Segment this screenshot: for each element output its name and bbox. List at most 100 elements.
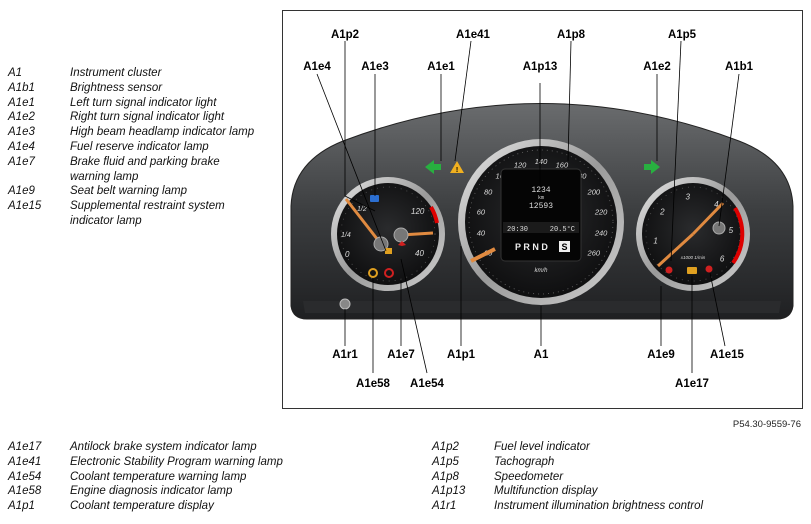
mfd-trip: 12593: [529, 202, 553, 211]
esp-warning-icon: [450, 161, 464, 173]
callout-a1p5: A1p5: [668, 29, 697, 41]
legend-code: A1p13: [432, 485, 466, 498]
speed-tick-label: 140: [535, 157, 548, 166]
figure-reference: P54.30-9559-76: [732, 419, 801, 430]
tacho-tick-label: 4: [714, 200, 719, 209]
legend-description: Left turn signal indicator light: [70, 96, 217, 109]
tacho-tick-label: 5: [729, 226, 734, 235]
speed-tick-label: 160: [556, 161, 569, 170]
mfd-mode: S: [561, 242, 567, 252]
mfd-gear-selector: P R N D: [515, 242, 548, 252]
callout-a1e17: A1e17: [675, 378, 709, 390]
legend-description: Fuel reserve indicator lamp: [70, 140, 209, 153]
callout-a1p8: A1p8: [557, 29, 586, 41]
speed-tick-label: 200: [587, 188, 601, 197]
legend-row: A1e9 Seat belt warning lamp: [8, 184, 263, 199]
abs-icon: [687, 267, 697, 274]
legend-description: Coolant temperature display: [70, 500, 214, 513]
callout-a1p1: A1p1: [447, 349, 476, 361]
engine-diagnosis-icon: [368, 268, 378, 278]
legend-code: A1e58: [8, 485, 42, 498]
legend-code: A1r1: [432, 500, 457, 513]
speed-tick-label: 80: [484, 188, 493, 197]
fuel-reserve-icon: [385, 248, 392, 254]
fuel-needle: [344, 198, 383, 245]
legend-code: A1b1: [8, 81, 35, 94]
legend-row: A1e58 Engine diagnosis indicator lamp: [8, 484, 408, 499]
speed-tick-label: 40: [477, 229, 486, 238]
legend-row: A1p13 Multifunction display: [432, 484, 802, 499]
tacho-tick-label: 6: [720, 254, 725, 263]
legend-description: Seat belt warning lamp: [70, 185, 187, 198]
legend-code: A1e9: [8, 185, 35, 198]
callout-a1e2: A1e2: [643, 61, 671, 73]
speed-tick-label: 220: [594, 207, 608, 216]
legend-code: A1e3: [8, 126, 35, 139]
legend-description: Coolant temperature warning lamp: [70, 470, 247, 483]
callout-a1: A1: [534, 349, 549, 361]
legend-description: Fuel level indicator: [494, 441, 590, 453]
callout-a1e58: A1e58: [356, 378, 390, 390]
legend-description: High beam headlamp indicator lamp: [70, 126, 255, 139]
left-tick-1-4: 1/4: [341, 232, 351, 239]
legend-row: A1e2 Right turn signal indicator light: [8, 110, 263, 125]
left-tick-120: 120: [411, 207, 425, 216]
legend-description: Engine diagnosis indicator lamp: [70, 485, 233, 498]
brightness-sensor: [712, 221, 726, 235]
legend-description: Multifunction display: [494, 485, 598, 498]
left-turn-signal-icon: [425, 160, 441, 174]
callout-a1e9: A1e9: [647, 349, 675, 361]
callout-a1e1: A1e1: [427, 61, 455, 73]
legend-code: A1e41: [8, 455, 42, 468]
callout-a1e41: A1e41: [456, 29, 490, 41]
callout-a1e15: A1e15: [710, 349, 744, 361]
right-turn-signal-icon: [644, 160, 660, 174]
left-tick-0: 0: [345, 250, 350, 259]
brightness-control-knob: [339, 298, 351, 310]
left-tick-40: 40: [415, 249, 424, 258]
left-tick-1-2: 1/2: [357, 206, 367, 213]
speed-tick-label: 240: [594, 229, 608, 238]
airbag-icon: [705, 265, 713, 273]
legend-description: Electronic Stability Program warning lam…: [70, 455, 283, 468]
legend-description: Antilock brake system indicator lamp: [70, 441, 257, 453]
legend-code: A1e54: [8, 470, 42, 483]
legend-code: A1e2: [8, 111, 35, 124]
rpm-needle-upper: [691, 201, 725, 236]
temp-needle-hub: [393, 227, 409, 243]
legend-description: Supplemental restraint system indicator …: [70, 200, 225, 227]
legend-row: A1b1 Brightness sensor: [8, 81, 263, 96]
legend-description: Right turn signal indicator light: [70, 111, 225, 124]
legend-row: A1p8 Speedometer: [432, 470, 802, 485]
legend-description: Brightness sensor: [70, 81, 163, 94]
legend-code: A1e1: [8, 96, 35, 109]
legend-code: A1p8: [432, 470, 459, 483]
legend-code: A1e15: [8, 200, 42, 213]
callout-a1p2: A1p2: [331, 29, 359, 41]
legend-row: A1e3 High beam headlamp indicator lamp: [8, 125, 263, 140]
instrument-cluster-diagram: 120 40 0 1/4 1/2 20406080100120140160180…: [290, 29, 794, 390]
callout-a1e7: A1e7: [387, 349, 415, 361]
legend-description: Brake fluid and parking brake warning la…: [70, 155, 220, 183]
legend-row: A1e15 Supplemental restraint system indic…: [8, 199, 263, 229]
housing-lower-lip: [303, 301, 781, 313]
callout-a1e54: A1e54: [410, 378, 444, 390]
legend-code: A1p1: [8, 500, 35, 513]
brake-warning-icon: [384, 268, 394, 278]
tacho-tick-label: 2: [659, 208, 665, 217]
legend-description: Speedometer: [494, 470, 564, 483]
mfd-clock: 20:30: [507, 226, 528, 234]
tacho-tick-label: 1: [653, 237, 657, 246]
seat-belt-icon: [665, 266, 673, 274]
callout-a1b1: A1b1: [725, 61, 754, 73]
